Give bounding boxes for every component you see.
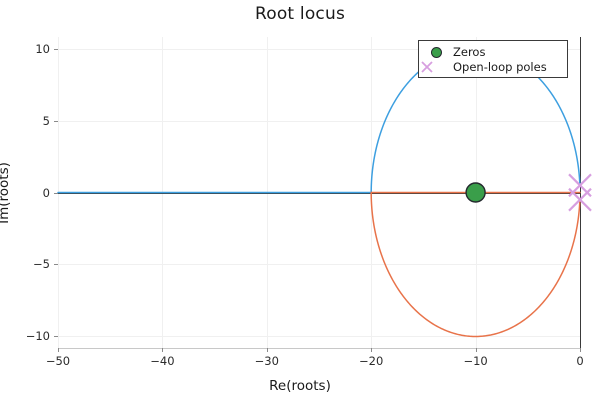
axis-line-im-zero	[58, 192, 580, 194]
y-tick-label: −10	[25, 329, 50, 344]
x-tick-label: −50	[45, 354, 71, 368]
axis-line-re-zero	[580, 37, 582, 348]
y-tick-mark	[54, 48, 58, 50]
y-tick-label: 5	[42, 113, 50, 128]
x-tick-label: −10	[463, 354, 488, 368]
x-axis-label: Re(roots)	[269, 378, 331, 394]
x-tick-label: −40	[150, 354, 175, 368]
y-tick-label: 0	[42, 185, 50, 200]
plot-axis-bottom	[58, 348, 581, 349]
x-tick-label: 0	[576, 354, 584, 368]
legend-label-poles: Open-loop poles	[453, 60, 547, 74]
gridline-horizontal	[58, 336, 580, 338]
gridline-horizontal	[58, 48, 580, 50]
x-tick-label: −20	[359, 354, 384, 368]
legend: Zeros Open-loop poles	[418, 40, 568, 78]
y-tick-mark	[54, 264, 58, 266]
y-tick-label: −5	[33, 257, 50, 272]
x-tick-mark	[58, 348, 59, 352]
y-tick-mark	[54, 336, 58, 338]
legend-label-zeros: Zeros	[453, 45, 486, 59]
x-tick-mark	[475, 348, 477, 352]
x-tick-mark	[266, 348, 268, 352]
legend-item-zeros: Zeros	[419, 44, 567, 60]
y-axis-label: Im(roots)	[0, 162, 12, 224]
x-tick-label: −30	[254, 354, 279, 368]
y-tick-mark	[54, 120, 58, 122]
y-tick-mark	[54, 192, 58, 194]
x-tick-mark	[371, 348, 373, 352]
plot-area	[58, 37, 582, 348]
x-tick-mark	[580, 348, 581, 352]
x-tick-mark	[162, 348, 164, 352]
y-tick-label: 10	[35, 41, 50, 56]
gridline-horizontal	[58, 120, 580, 122]
gridline-horizontal	[58, 264, 580, 266]
legend-item-poles: Open-loop poles	[419, 59, 567, 75]
chart-title: Root locus	[254, 4, 346, 24]
zeros-marker-icon	[419, 46, 453, 58]
